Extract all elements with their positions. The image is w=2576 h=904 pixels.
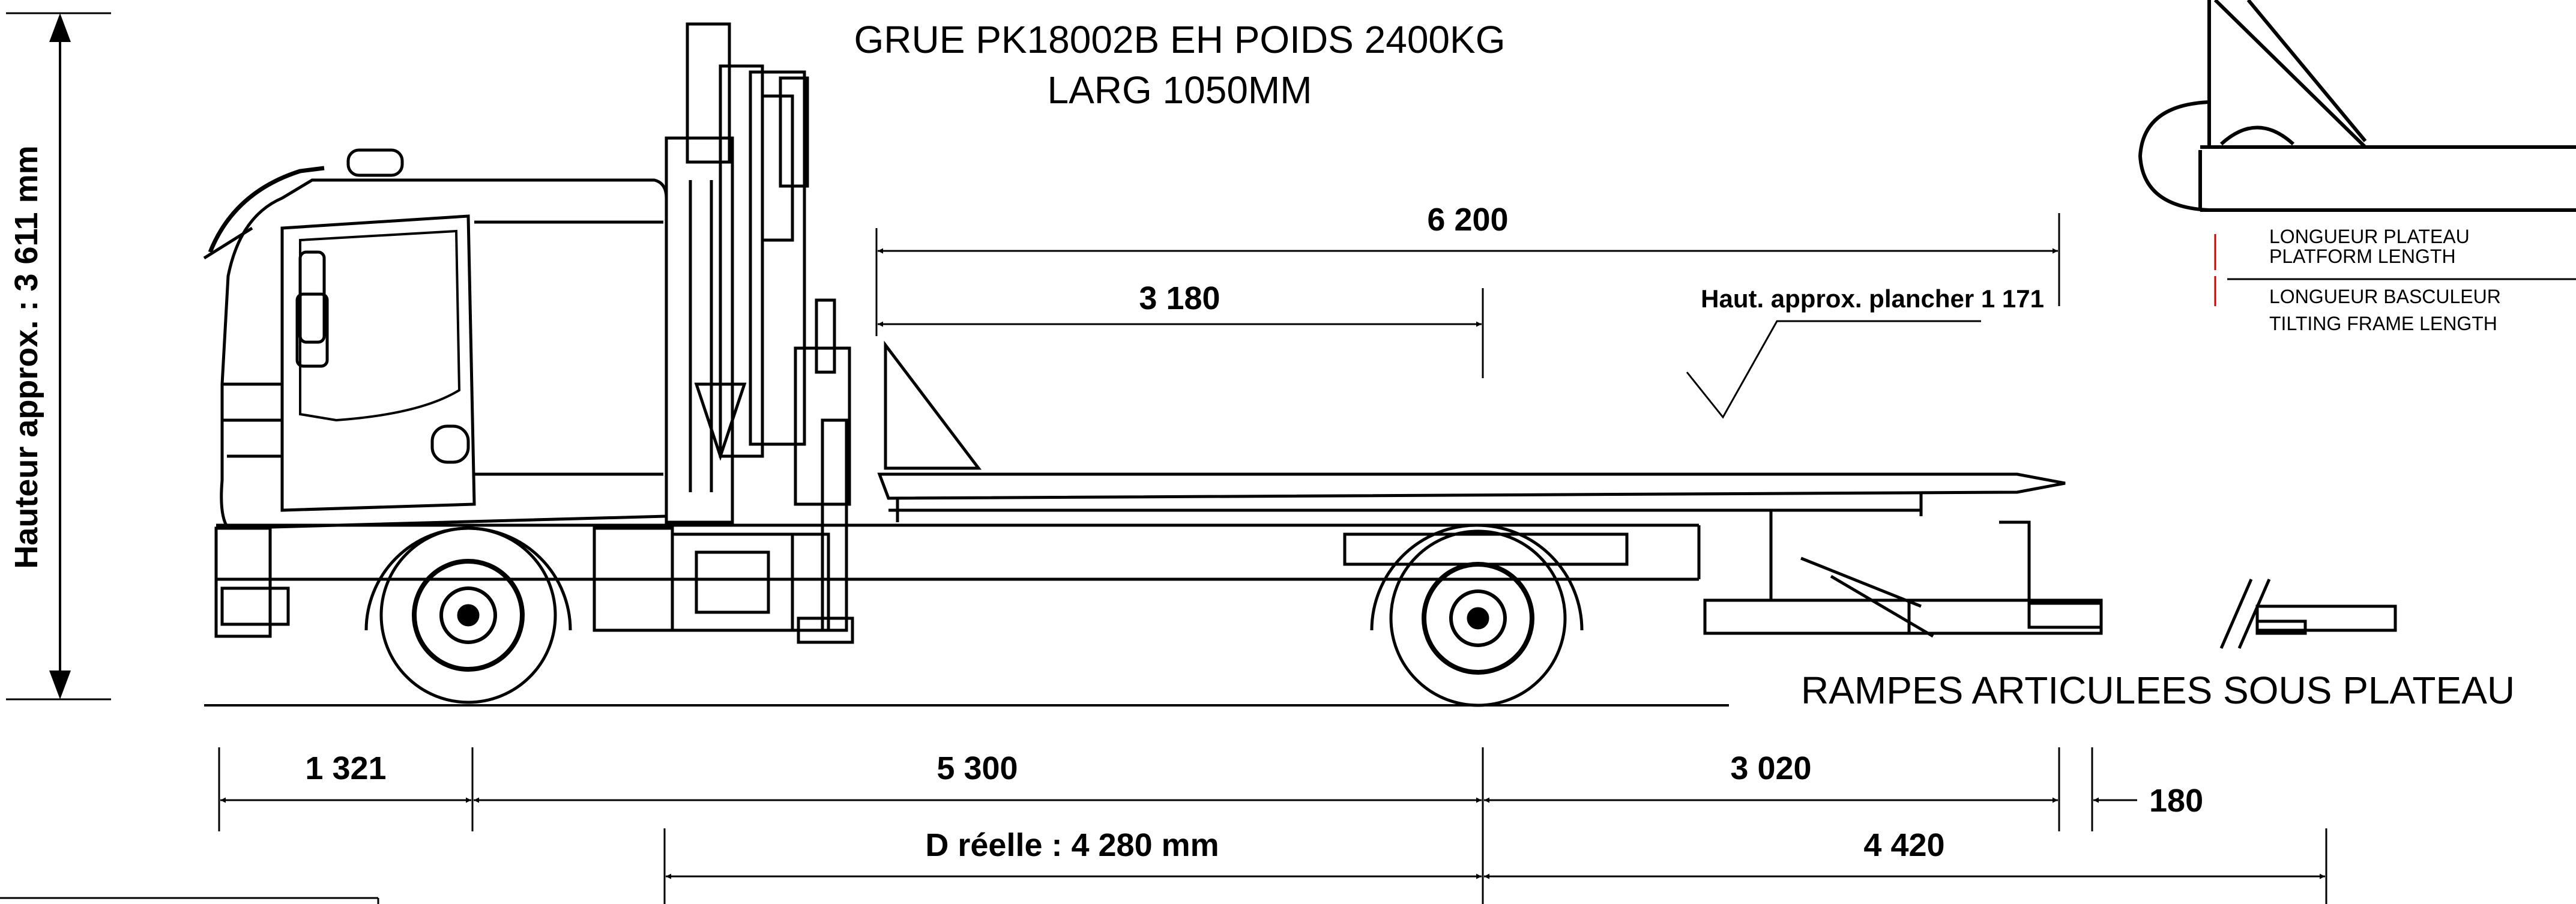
floor-height-label: Haut. approx. plancher 1 171 <box>1701 285 2044 313</box>
crane-title-line2: LARG 1050MM <box>1047 68 1312 112</box>
dim-platform-total <box>875 213 2060 336</box>
legend-platform-en: PLATFORM LENGTH <box>2269 246 2456 267</box>
dim-rear-overhang-label: 3 020 <box>1730 750 1811 786</box>
chassis-frame <box>216 418 1701 644</box>
rear-wheel <box>1370 523 1584 707</box>
dim-real-distance-label: D réelle : 4 280 mm <box>925 827 1219 863</box>
tilting-platform <box>877 340 2103 638</box>
dim-wheelbase-label: 5 300 <box>937 750 1018 786</box>
dim-rear-total-label: 4 420 <box>1863 827 1944 863</box>
dim-platform-to-axle-label: 3 180 <box>1139 280 1220 316</box>
legend-tilt-fr: LONGUEUR BASCULEUR <box>2269 286 2501 307</box>
dim-platform-total-label: 6 200 <box>1427 202 1508 238</box>
dim-ramp-offset-label: 180 <box>2149 783 2203 819</box>
truck-cab <box>203 148 668 638</box>
ramps-label: RAMPES ARTICULEES SOUS PLATEAU <box>1801 669 2515 712</box>
dim-platform-to-axle <box>878 288 1484 378</box>
ramp-detail <box>2219 579 2397 649</box>
legend-platform-fr: LONGUEUR PLATEAU <box>2269 226 2470 247</box>
crane-title-line1: GRUE PK18002B EH POIDS 2400KG <box>854 18 1506 61</box>
dim-front-overhang-label: 1 321 <box>305 750 386 786</box>
floor-height-callout <box>1686 320 1981 419</box>
legend-tilt-en: TILTING FRAME LENGTH <box>2269 313 2497 334</box>
height-label: Hauteur approx. : 3 611 mm <box>8 145 44 568</box>
dim-extension-lines <box>218 747 2327 904</box>
front-wheel <box>364 526 572 704</box>
height-dimension <box>6 12 111 701</box>
crane <box>665 22 851 524</box>
tilt-detail <box>2138 0 2576 306</box>
